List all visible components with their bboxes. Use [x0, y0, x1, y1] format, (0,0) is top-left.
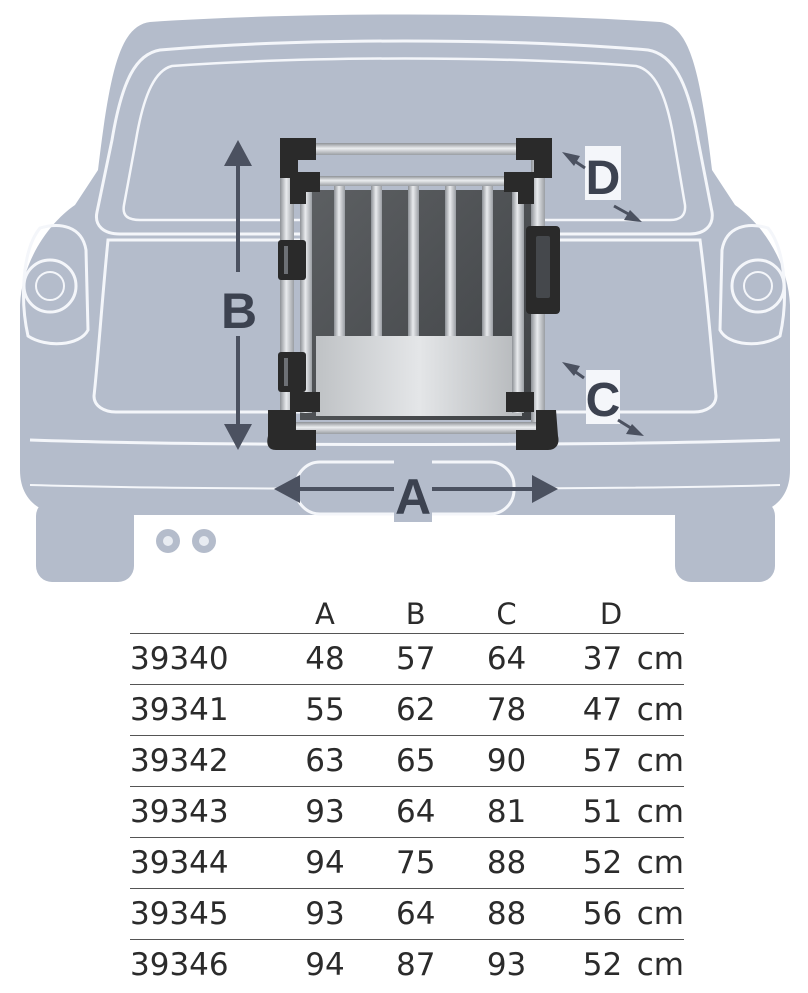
- table-row: 39343 93 64 81 51 cm: [130, 786, 684, 838]
- dimension-c-label: C: [586, 374, 621, 427]
- dimension-d-label: D: [586, 152, 621, 205]
- crate-top-rail-front: [300, 143, 532, 155]
- exhaust-pipes: [156, 529, 216, 553]
- header-d: D: [599, 597, 623, 631]
- cell-b: 75: [396, 845, 436, 881]
- bumper-line: [29, 438, 781, 446]
- cell-b: 64: [396, 794, 436, 830]
- cell-d: 52: [582, 947, 623, 983]
- dimension-b-label: B: [221, 283, 257, 339]
- left-tail-light-ring: [22, 258, 78, 314]
- tailgate-outline: [92, 238, 718, 414]
- dimension-arrows: B A D C: [221, 140, 644, 525]
- dimension-d-arrow: D: [562, 146, 642, 222]
- left-tail-light-outline: [22, 224, 90, 346]
- cell-b: 62: [396, 692, 436, 728]
- table-row: 39346 94 87 93 52 cm: [130, 939, 684, 991]
- cell-a: 63: [305, 743, 345, 779]
- cell-d: 56: [582, 896, 623, 932]
- cell-d: 52: [582, 845, 623, 881]
- crate-door-latch: [526, 226, 560, 314]
- table-row: 39344 94 75 88 52 cm: [130, 837, 684, 889]
- header-a: A: [315, 597, 335, 631]
- cell-unit: cm: [636, 845, 684, 881]
- size-table: A B C D 39340 48 57 64 37 cm 39341 55 62…: [130, 593, 684, 990]
- cell-c: 90: [486, 743, 527, 779]
- cell-c: 88: [486, 896, 527, 932]
- table-row: 39340 48 57 64 37 cm: [130, 633, 684, 685]
- rear-window-outline: [94, 39, 714, 236]
- cell-a: 48: [305, 641, 345, 677]
- cell-unit: cm: [636, 743, 684, 779]
- cell-d: 57: [582, 743, 623, 779]
- crate-post-inner-right: [512, 175, 524, 413]
- header-unit: [630, 593, 684, 634]
- cell-d: 47: [582, 692, 623, 728]
- cell-b: 65: [396, 743, 436, 779]
- cell-c: 64: [486, 641, 527, 677]
- right-tail-light-outline: [718, 224, 786, 346]
- cell-unit: cm: [636, 896, 684, 932]
- cell-unit: cm: [636, 692, 684, 728]
- cell-c: 81: [486, 794, 527, 830]
- cell-code: 39345: [130, 896, 229, 932]
- dimension-a-label: A: [395, 469, 431, 525]
- crate-corners: [267, 138, 559, 450]
- cell-unit: cm: [636, 947, 684, 983]
- cell-unit: cm: [636, 794, 684, 830]
- cell-d: 51: [582, 794, 623, 830]
- right-tail-light-ring: [730, 258, 786, 314]
- table-row: 39341 55 62 78 47 cm: [130, 684, 684, 736]
- dog-crate: [267, 138, 560, 450]
- crate-bottom-rail: [296, 422, 536, 434]
- car-crate-illustration: B A D C: [20, 14, 790, 582]
- crate-door-bars: [334, 186, 493, 336]
- cell-b: 64: [396, 896, 436, 932]
- crate-floor-panel: [316, 336, 522, 416]
- table-row: 39342 63 65 90 57 cm: [130, 735, 684, 787]
- cell-code: 39341: [130, 692, 229, 728]
- table-row: 39345 93 64 88 56 cm: [130, 888, 684, 940]
- left-tail-light-inner: [35, 271, 65, 301]
- cell-c: 88: [486, 845, 527, 881]
- cell-d: 37: [582, 641, 623, 677]
- cell-a: 55: [305, 692, 345, 728]
- cell-a: 93: [305, 896, 345, 932]
- cell-a: 93: [305, 794, 345, 830]
- cell-code: 39343: [130, 794, 229, 830]
- cell-code: 39346: [130, 947, 229, 983]
- cell-c: 78: [486, 692, 527, 728]
- inner-window-outline: [122, 57, 687, 222]
- crate-top-rail-back: [306, 176, 518, 186]
- cell-b: 87: [396, 947, 436, 983]
- cell-unit: cm: [636, 641, 684, 677]
- dimension-b-arrow: B: [221, 140, 257, 450]
- cell-a: 94: [305, 845, 345, 881]
- dimension-c-arrow: C: [562, 362, 644, 436]
- header-code: [130, 593, 278, 634]
- header-b: B: [405, 597, 426, 631]
- header-c: C: [496, 597, 517, 631]
- right-tyre: [675, 500, 775, 582]
- right-tail-light-inner: [743, 271, 773, 301]
- cell-code: 39342: [130, 743, 229, 779]
- dimension-a-arrow: A: [274, 458, 558, 525]
- left-tyre: [36, 500, 134, 582]
- cell-b: 57: [396, 641, 436, 677]
- cell-code: 39344: [130, 845, 229, 881]
- cell-c: 93: [486, 947, 527, 983]
- cell-code: 39340: [130, 641, 229, 677]
- cell-a: 94: [305, 947, 345, 983]
- crate-hinges: [278, 240, 306, 392]
- table-header-row: A B C D: [130, 593, 684, 634]
